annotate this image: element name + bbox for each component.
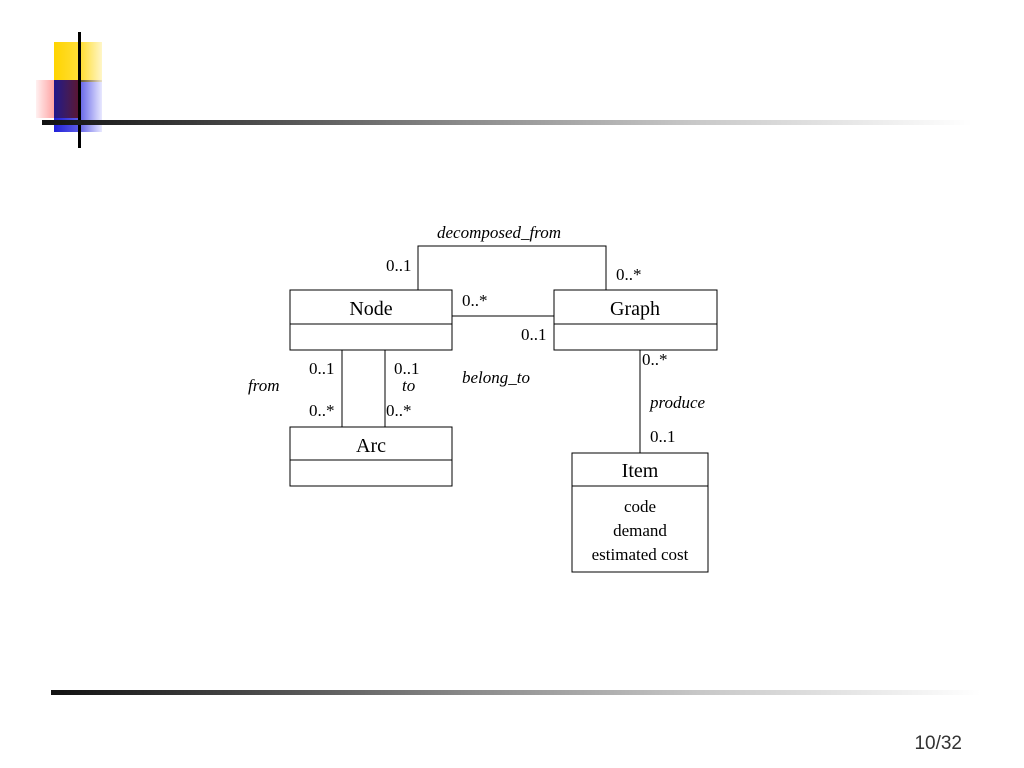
decomposed-from-graph-multiplicity: 0..* (616, 265, 642, 284)
produce-graph-multiplicity: 0..* (642, 350, 668, 369)
produce-item-multiplicity: 0..1 (650, 427, 676, 446)
class-item-attribute: demand (613, 521, 667, 540)
class-arc-name: Arc (356, 435, 386, 457)
footer-rule (51, 690, 981, 695)
title-rule (42, 120, 972, 125)
to-label: to (402, 376, 415, 395)
class-item-attribute: code (624, 497, 656, 516)
decomposed-from-label: decomposed_from (437, 223, 561, 242)
page-number: 10/32 (914, 733, 962, 754)
decomposed-from-node-multiplicity: 0..1 (386, 256, 412, 275)
belong-to-label: belong_to (462, 368, 530, 387)
class-item: Item code demand estimated cost (571, 452, 709, 573)
from-arc-multiplicity: 0..* (309, 401, 335, 420)
class-arc-box (289, 426, 453, 487)
logo-vertical-line (78, 32, 81, 148)
class-node-box (289, 289, 453, 351)
from-node-multiplicity: 0..1 (309, 359, 335, 378)
produce-label: produce (649, 393, 706, 412)
class-graph: Graph (553, 289, 718, 351)
class-graph-name: Graph (610, 298, 660, 320)
belong-to-node-multiplicity: 0..* (462, 291, 488, 310)
from-label: from (248, 376, 280, 395)
decomposed-from-line (417, 245, 607, 290)
class-node: Node (289, 289, 453, 351)
belong-to-graph-multiplicity: 0..1 (521, 325, 547, 344)
class-arc: Arc (289, 426, 453, 487)
class-node-name: Node (349, 298, 392, 320)
class-item-name: Item (622, 460, 659, 482)
to-arc-multiplicity: 0..* (386, 401, 412, 420)
class-graph-box (553, 289, 718, 351)
to-node-multiplicity: 0..1 (394, 359, 420, 378)
class-item-box (571, 452, 709, 573)
class-item-attribute: estimated cost (592, 545, 689, 564)
